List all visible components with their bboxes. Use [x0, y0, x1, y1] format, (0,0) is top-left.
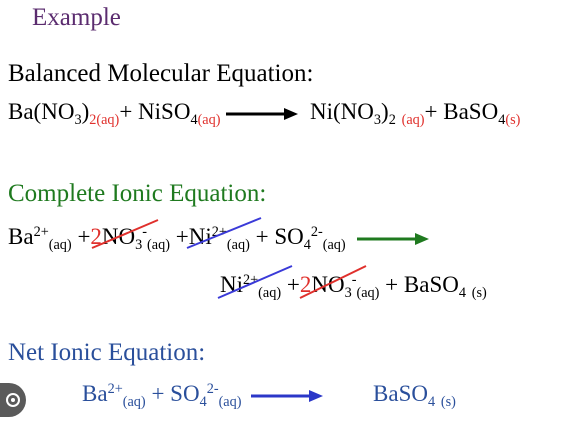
ion-sulfate: + SO42-(aq) [151, 381, 242, 410]
ion-nickel-cancelled: Ni2+ [217, 265, 293, 299]
ion-barium: Ba2+(aq) [82, 381, 146, 410]
ion-sulfate: + SO42-(aq) [255, 224, 346, 253]
plus-sign: + [286, 272, 300, 297]
ion-barium: Ba2+(aq) [8, 224, 72, 253]
example-title: Example [32, 4, 121, 31]
ion-nitrate-cancelled: 2NO3- [299, 265, 367, 300]
reaction-arrow-icon [226, 107, 299, 120]
product-ba-sulfate: + BaSO4 (s) [385, 272, 487, 301]
product-ni-nitrate: Ni(NO3)2 (aq) [310, 99, 425, 128]
reaction-arrow-icon [251, 389, 324, 402]
balanced-equation: Ba(NO3)2(aq)+ NiSO4(aq) Ni(NO3)2 (aq)+ B… [8, 99, 521, 128]
complete-line-2: Ni2+(aq) +2NO3-(aq) + BaSO4 (s) [217, 265, 487, 301]
balanced-heading: Balanced Molecular Equation: [8, 60, 314, 87]
ion-nickel-cancelled: Ni2+ [186, 217, 262, 250]
ion-nitrate-cancelled: 2NO3-(aq) [90, 219, 170, 252]
reaction-arrow-icon [357, 232, 430, 245]
lens-icon [6, 393, 20, 407]
net-equation: Ba2+(aq) + SO42-(aq) BaSO4 (s) [82, 381, 456, 410]
reactant-ni-sulfate: + NiSO4(aq) [119, 99, 221, 128]
product-ba-sulfate: BaSO4 (s) [373, 381, 456, 410]
product-ba-sulfate: + BaSO4(s) [424, 99, 521, 128]
net-heading: Net Ionic Equation: [8, 339, 206, 366]
complete-line-1: Ba2+(aq) +2NO3-(aq) +Ni2+(aq) + SO42-(aq… [8, 217, 430, 253]
reactant-ba-nitrate: Ba(NO3)2(aq) [8, 99, 120, 128]
complete-heading: Complete Ionic Equation: [8, 180, 267, 207]
plus-sign: + [77, 224, 91, 249]
plus-sign: + [175, 224, 189, 249]
lens-badge[interactable] [0, 383, 26, 417]
